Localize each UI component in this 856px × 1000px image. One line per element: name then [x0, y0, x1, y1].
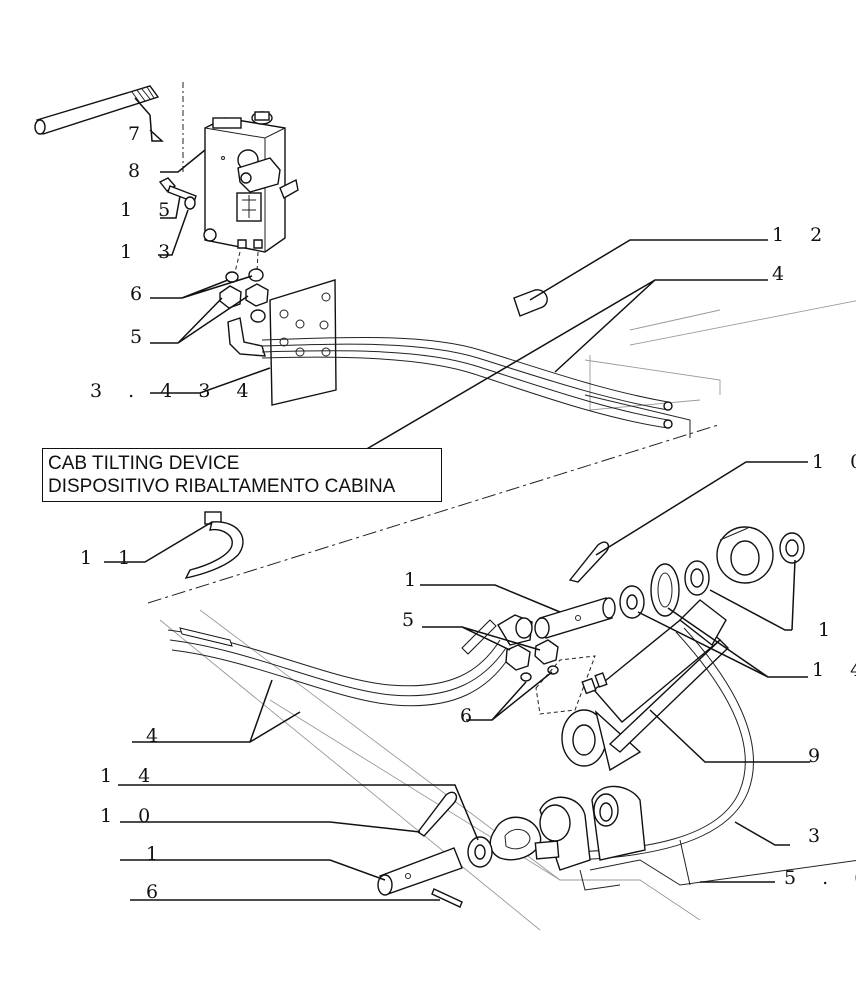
- title-italian: DISPOSITIVO RIBALTAMENTO CABINA: [48, 476, 396, 497]
- callout-14-left: 1 4: [100, 765, 160, 787]
- callout-9: 9: [808, 745, 830, 767]
- callout-12: 1 2: [772, 224, 832, 246]
- callout-5-top: 5: [130, 326, 152, 348]
- valve-block-part-8: [203, 111, 299, 253]
- callout-3-434: 3 . 4 3 4: [90, 380, 259, 402]
- callout-8: 8: [128, 160, 150, 182]
- callout-6-middle: 6: [460, 705, 482, 727]
- hoses-upper-part-4: [261, 336, 673, 429]
- cab-frame-lower: [159, 609, 856, 931]
- split-pin-part-10-lower: [416, 791, 458, 837]
- callout-7: 7: [128, 123, 150, 145]
- callout-10-left: 1 0: [100, 805, 160, 827]
- callout-13: 1 3: [120, 241, 180, 263]
- title-english: CAB TILTING DEVICE: [48, 453, 240, 474]
- cylinder-bushing: [716, 526, 774, 584]
- title-box: CAB TILTING DEVICE DISPOSITIVO RIBALTAME…: [42, 448, 442, 502]
- hydraulic-cylinder-part-9: [561, 599, 729, 772]
- callout-labels: 7 8 1 5 1 3 6 5 3 . 4 3 4 1 2 4 1 0 1 1 …: [80, 123, 856, 903]
- cable-eye-upper: [650, 563, 680, 617]
- leader-lines: [104, 97, 810, 901]
- callout-10-top: 1 0: [812, 451, 856, 473]
- callout-15: 1 5: [120, 199, 180, 221]
- lower-bracket: [539, 785, 646, 871]
- cab-frame-upper: [584, 300, 856, 438]
- callout-4-top: 4: [772, 263, 794, 285]
- callout-1-bottom: 1: [146, 843, 168, 865]
- callout-1-middle: 1: [404, 569, 426, 591]
- callout-17: 1 7: [818, 619, 856, 641]
- threaded-rod-part-7: [34, 85, 160, 135]
- callout-3: 3: [808, 825, 830, 847]
- callout-5-middle: 5: [402, 609, 424, 631]
- callout-11: 1 1: [80, 547, 140, 569]
- clamp-part-12: [513, 289, 548, 317]
- callout-4-bottom: 4: [146, 725, 168, 747]
- cable-tie-part-11: [184, 511, 244, 579]
- fittings-top-parts-5-6: [219, 251, 269, 357]
- callout-5-6: 5 . 6: [784, 867, 856, 889]
- pin-part-1-lower: [377, 847, 463, 896]
- split-pin-part-10-top: [568, 541, 610, 583]
- washer-part-13: [184, 196, 196, 210]
- callout-6-top: 6: [130, 283, 152, 305]
- pin-part-1-middle: [534, 597, 616, 639]
- hoses-lower-part-4: [167, 619, 511, 707]
- callout-14-right: 1 4: [812, 659, 856, 681]
- mounting-plate: [269, 279, 337, 406]
- roll-pin-part-6-lower: [431, 888, 463, 908]
- callout-6-bottom: 6: [146, 881, 168, 903]
